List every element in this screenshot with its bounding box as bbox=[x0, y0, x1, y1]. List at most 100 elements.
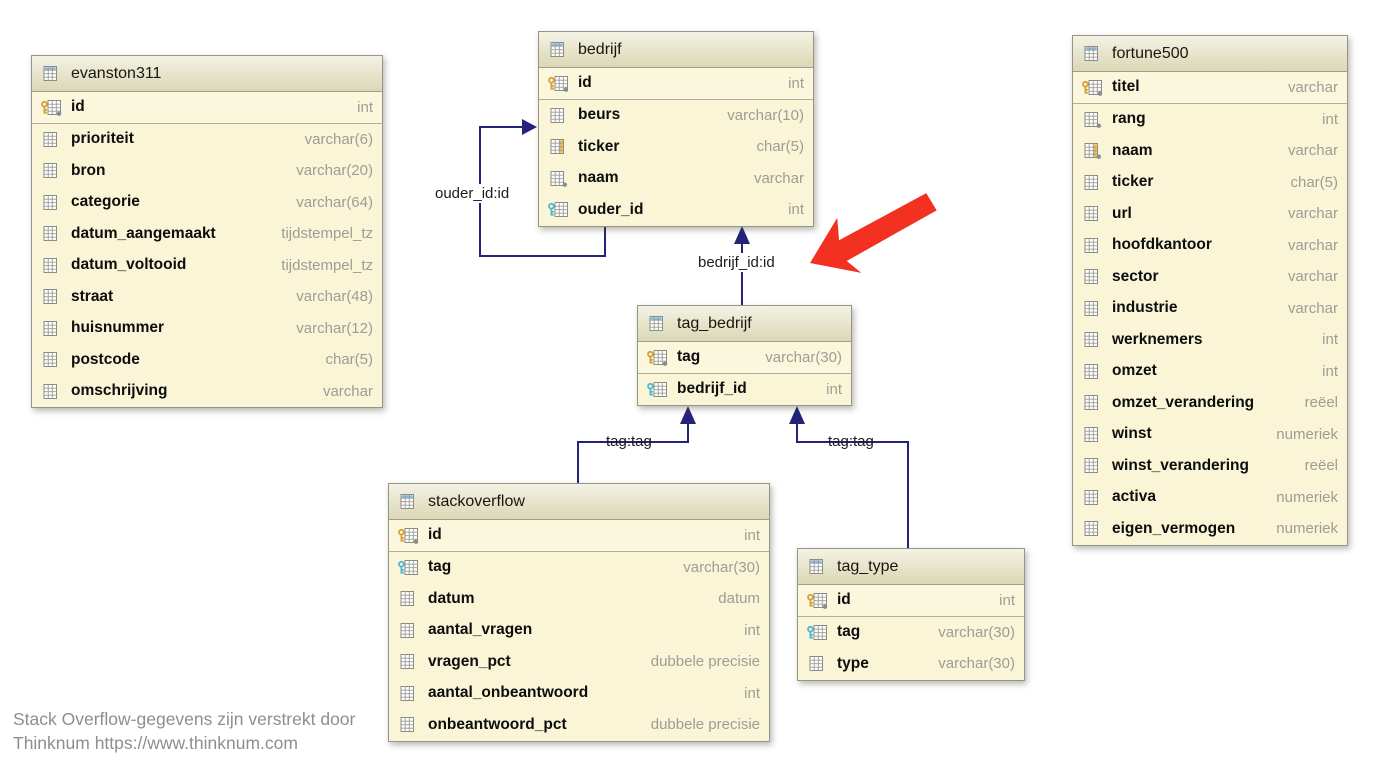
column-name: beurs bbox=[578, 106, 621, 124]
arrowhead-right-icon bbox=[522, 119, 537, 135]
column-type: varchar(30) bbox=[683, 558, 760, 576]
column-type: int bbox=[1322, 331, 1338, 349]
column-type: int bbox=[744, 621, 760, 639]
primary-key-icon bbox=[1082, 79, 1103, 96]
column-row-datum: datum datum bbox=[389, 583, 769, 615]
column-type: numeriek bbox=[1276, 425, 1338, 443]
column-type: char(5) bbox=[1290, 173, 1338, 191]
column-type: varchar bbox=[1287, 236, 1338, 254]
relation-label-bedrijf-id: bedrijf_id:id bbox=[695, 253, 778, 272]
column-icon bbox=[550, 107, 564, 123]
column-name: tag bbox=[677, 348, 701, 366]
column-type: dubbele precisie bbox=[650, 716, 760, 734]
table-header: bedrijf bbox=[539, 32, 813, 68]
column-icon bbox=[1084, 489, 1098, 505]
column-name: naam bbox=[1112, 141, 1153, 159]
column-icon bbox=[43, 352, 57, 368]
relation-line-stackoverflow-tag bbox=[577, 424, 689, 483]
column-type: numeriek bbox=[1276, 488, 1338, 506]
column-row-omzet: omzet int bbox=[1073, 356, 1347, 388]
column-name: id bbox=[71, 98, 85, 116]
column-row-categorie: categorie varchar(64) bbox=[32, 187, 382, 219]
column-type: varchar(30) bbox=[938, 655, 1015, 673]
column-name: omzet bbox=[1112, 362, 1157, 380]
column-name: categorie bbox=[71, 193, 140, 211]
arrowhead-up-icon bbox=[680, 406, 696, 424]
column-row-datum_voltooid: datum_voltooid tijdstempel_tz bbox=[32, 250, 382, 282]
column-name: datum bbox=[428, 589, 475, 607]
column-icon bbox=[1084, 521, 1098, 537]
column-icon bbox=[43, 257, 57, 273]
column-type: varchar(10) bbox=[727, 106, 804, 124]
column-dot-icon bbox=[1084, 111, 1101, 128]
column-name: naam bbox=[578, 169, 619, 187]
column-type: varchar(20) bbox=[296, 162, 373, 180]
column-icon bbox=[43, 131, 57, 147]
source-caption: Stack Overflow-gegevens zijn verstrekt d… bbox=[13, 708, 355, 755]
column-indexed-icon bbox=[550, 139, 564, 155]
column-name: sector bbox=[1112, 267, 1159, 285]
table-header: stackoverflow bbox=[389, 484, 769, 520]
column-type: int bbox=[1322, 362, 1338, 380]
column-icon bbox=[1084, 300, 1098, 316]
column-icon bbox=[1084, 237, 1098, 253]
column-type: varchar bbox=[1287, 268, 1338, 286]
column-name: omzet_verandering bbox=[1112, 393, 1255, 411]
column-name: werknemers bbox=[1112, 330, 1203, 348]
column-name: bron bbox=[71, 161, 106, 179]
column-icon bbox=[1084, 426, 1098, 442]
column-type: reëel bbox=[1304, 394, 1338, 412]
column-name: onbeantwoord_pct bbox=[428, 715, 567, 733]
relation-label-tag-right: tag:tag bbox=[828, 433, 874, 450]
foreign-key-icon bbox=[647, 381, 667, 397]
table-icon bbox=[550, 42, 564, 57]
column-type: varchar bbox=[322, 382, 373, 400]
column-icon bbox=[400, 685, 414, 701]
relation-line-tagtype-tag bbox=[796, 424, 909, 548]
column-icon bbox=[1084, 269, 1098, 285]
foreign-key-icon bbox=[398, 559, 418, 575]
column-name: titel bbox=[1112, 78, 1140, 96]
table-icon bbox=[1084, 46, 1098, 61]
column-type: char(5) bbox=[756, 138, 804, 156]
column-icon bbox=[400, 654, 414, 670]
column-type: int bbox=[744, 526, 760, 544]
column-indexed-dot-icon bbox=[1084, 143, 1101, 160]
column-type: varchar(6) bbox=[304, 130, 373, 148]
relation-label-tag-left: tag:tag bbox=[606, 433, 652, 450]
column-type: varchar(64) bbox=[296, 193, 373, 211]
column-name: datum_voltooid bbox=[71, 256, 187, 274]
column-type: varchar(30) bbox=[765, 348, 842, 366]
column-type: tijdstempel_tz bbox=[281, 256, 373, 274]
table-title: stackoverflow bbox=[428, 492, 525, 510]
column-type: int bbox=[788, 201, 804, 219]
column-row-omzet_verandering: omzet_verandering reëel bbox=[1073, 387, 1347, 419]
table-icon bbox=[809, 559, 823, 574]
column-name: ticker bbox=[1112, 173, 1154, 191]
foreign-key-icon bbox=[548, 202, 568, 218]
column-type: int bbox=[1322, 110, 1338, 128]
column-type: datum bbox=[718, 590, 760, 608]
